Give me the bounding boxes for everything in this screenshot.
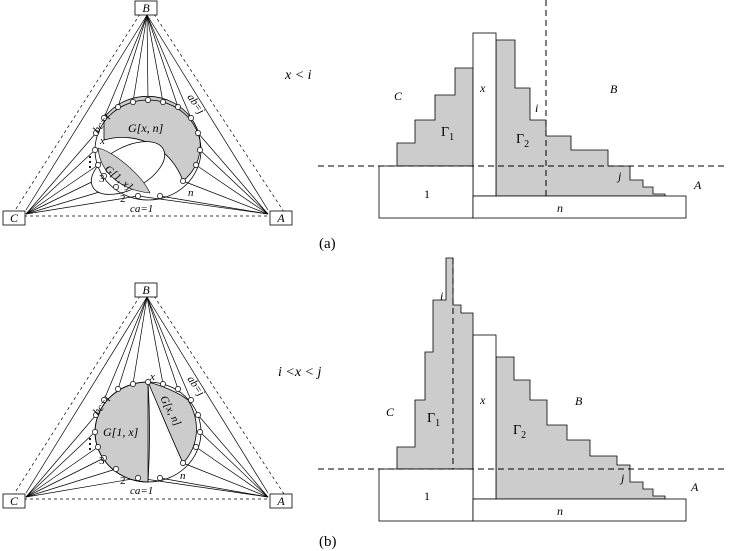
label-b: B (142, 1, 150, 15)
gamma1-label-a: Γ1 (441, 125, 454, 143)
vertex-box-c-a (2, 210, 26, 226)
label-2: 2 (120, 193, 126, 205)
gamma2-region-b (495, 356, 666, 500)
inner-shaded-a (97, 147, 151, 194)
edges-from-a-b (137, 414, 269, 498)
label-b: B (142, 283, 150, 297)
label-left-region: G[1, x] (103, 425, 139, 439)
vertex-box-a-a (269, 210, 293, 226)
box-n-a (472, 195, 687, 219)
gamma1-region-b (396, 257, 474, 470)
box-n-label-b: n (557, 504, 563, 518)
box-1-label-a: 1 (424, 187, 430, 201)
cycle-vertices-a (92, 97, 203, 199)
vertex-box-c-b (2, 493, 26, 509)
label-x: x (99, 135, 105, 147)
chart-label-c: C (394, 89, 403, 103)
chart-label-j: j (616, 169, 622, 183)
edges-from-b-b (25, 296, 269, 494)
label-c: C (10, 211, 19, 225)
box-n-b (472, 498, 687, 522)
gamma2-label-b: Γ2 (513, 423, 526, 441)
label-3: 3 (99, 455, 105, 467)
edges-from-c-b (25, 414, 139, 498)
box-1-label-b: 1 (424, 489, 430, 503)
chart-label-c: C (386, 405, 395, 419)
box-n-label-a: n (557, 201, 563, 215)
chart-label-b: B (575, 394, 583, 408)
label-n: n (180, 470, 186, 482)
staircase-chart-a: C B A x i j Γ1 Γ2 1 n (318, 0, 728, 219)
label-a: A (276, 494, 285, 508)
box-1-a (378, 165, 474, 219)
chart-label-b: B (610, 82, 618, 96)
vertex-box-a-b (269, 493, 293, 509)
label-3: 3 (99, 173, 105, 185)
ellipsis-dots-b (88, 437, 92, 451)
gamma2-label-a: Γ2 (516, 132, 529, 150)
chart-label-a: A (693, 178, 702, 192)
vertex-box-b-b (134, 282, 158, 298)
chart-label-x: x (479, 81, 486, 95)
chart-label-j: j (619, 471, 625, 485)
outer-triangle-a (13, 13, 285, 217)
x-column-a (472, 32, 497, 197)
label-ab: ab=j (185, 374, 207, 398)
label-2: 2 (120, 475, 126, 487)
label-ab: ab=j (185, 92, 207, 116)
label-x: x (149, 371, 155, 383)
gamma1-region-a (396, 67, 474, 167)
region-g-x-n-b (147, 381, 197, 464)
chart-label-i: i (535, 101, 538, 115)
label-ca: ca=1 (130, 485, 153, 497)
x-column-b (472, 334, 497, 500)
vertex-box-b-a (134, 0, 158, 16)
label-c: C (10, 494, 19, 508)
triangle-diagram-a: B C A bc=i ab=j ca=1 G[x, n] G[1, x] x n… (2, 0, 293, 226)
condition-a: x < i (284, 68, 312, 83)
box-1-b (378, 468, 474, 522)
chart-label-x: x (479, 393, 486, 407)
ellipsis-dots-a (88, 155, 92, 169)
chart-label-a: A (690, 480, 699, 494)
triangle-diagram-b: B C A bc=i ab=j ca=1 G[1, x] G[x, n] x n… (2, 282, 293, 509)
condition-b: i <x < j (278, 365, 321, 380)
cycle-vertices-b (92, 379, 203, 481)
gamma2-region-a (495, 39, 666, 197)
staircase-chart-b: C B A x i j Γ1 Γ2 1 n (318, 257, 728, 522)
chart-label-i: i (440, 289, 443, 303)
edges-from-b-a (25, 14, 269, 211)
label-a: A (276, 211, 285, 225)
label-region: G[x, n] (128, 121, 164, 135)
caption-a: (a) (319, 236, 336, 252)
outer-triangle-b (13, 295, 285, 500)
gamma1-label-b: Γ1 (427, 411, 440, 429)
label-n: n (188, 187, 194, 199)
caption-b: (b) (319, 534, 337, 550)
label-ca: ca=1 (130, 203, 153, 215)
